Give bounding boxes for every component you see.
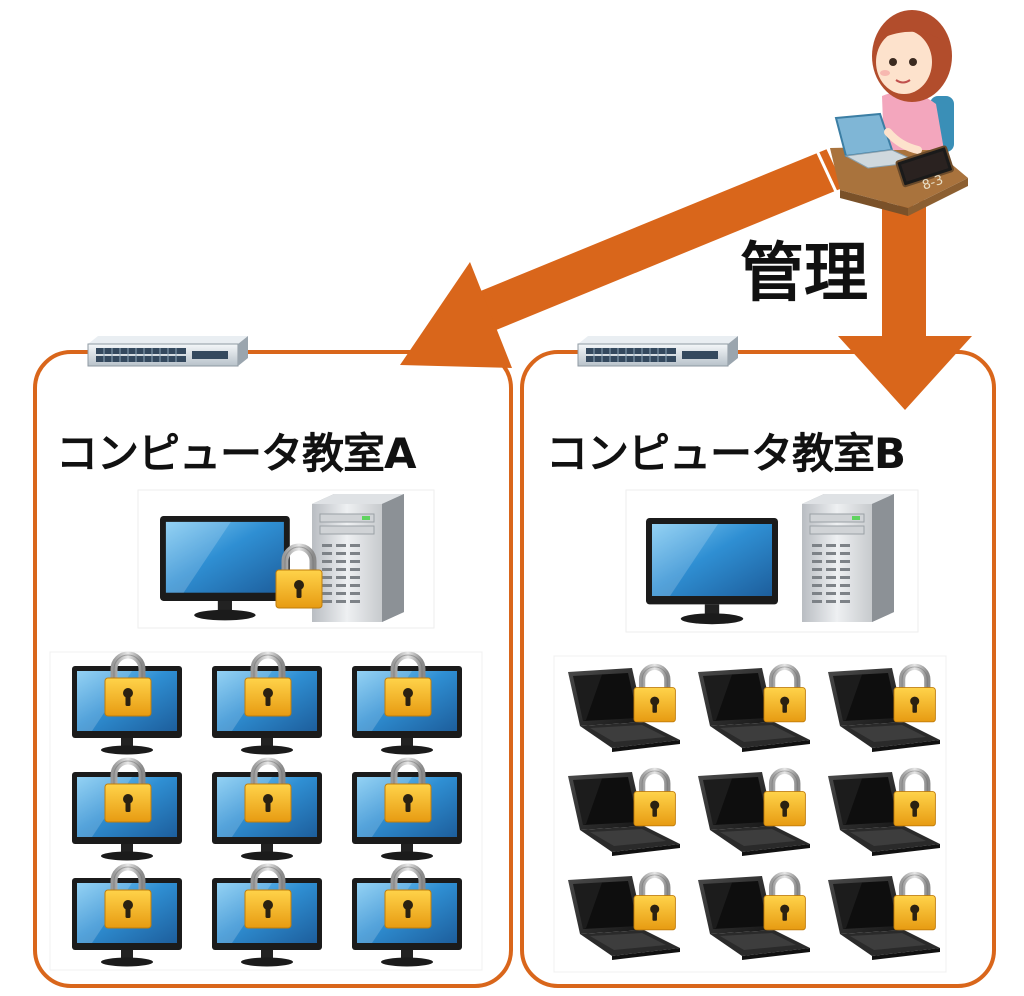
management-arrow-to-room-b [838,200,972,410]
room-a-title: コンピュータ教室A [56,429,417,478]
admin-person-icon [830,10,968,216]
server-tower-icon [801,493,895,623]
admin-screen-text: 8-3 [920,173,945,194]
room-a-client-grid [72,655,462,967]
room-b-client-grid [568,667,940,960]
network-switch-icon [577,335,739,367]
server-tower-icon [311,493,405,623]
management-label: 管理 [739,236,869,312]
network-switch-icon [87,335,249,367]
room-b-title: コンピュータ教室B [546,429,906,478]
